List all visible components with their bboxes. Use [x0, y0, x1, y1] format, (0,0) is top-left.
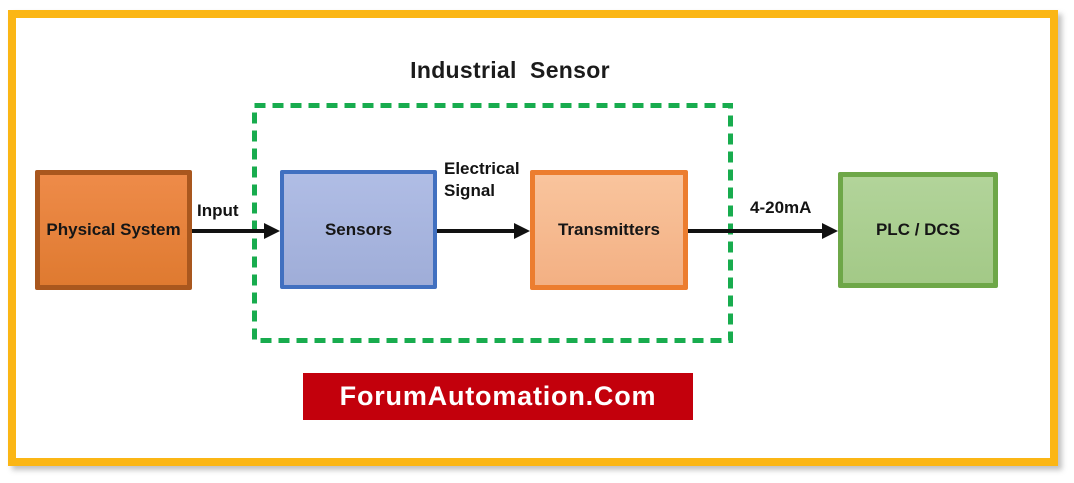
industrial-sensor-boundary	[252, 103, 733, 343]
arrow-electrical-signal	[437, 223, 530, 239]
node-label: Transmitters	[557, 220, 661, 239]
node-label: Physical System	[46, 220, 181, 239]
arrow-label-input: Input	[197, 201, 239, 220]
arrow-4-20ma	[688, 223, 838, 239]
node-sensors: Sensors	[280, 170, 437, 289]
node-label: PLC / DCS	[875, 220, 961, 239]
arrow-label-electrical-signal: Electrical Signal	[444, 159, 520, 201]
node-physical-system: Physical System	[35, 170, 192, 290]
node-label: Sensors	[324, 219, 393, 239]
arrow-input	[192, 223, 280, 239]
node-transmitters: Transmitters	[530, 170, 688, 290]
node-plc-dcs: PLC / DCS	[838, 172, 998, 288]
diagram-title: Industrial Sensor	[410, 57, 610, 83]
watermark-banner: ForumAutomation.Com	[303, 373, 693, 420]
arrow-label-4-20ma: 4-20mA	[750, 198, 812, 217]
